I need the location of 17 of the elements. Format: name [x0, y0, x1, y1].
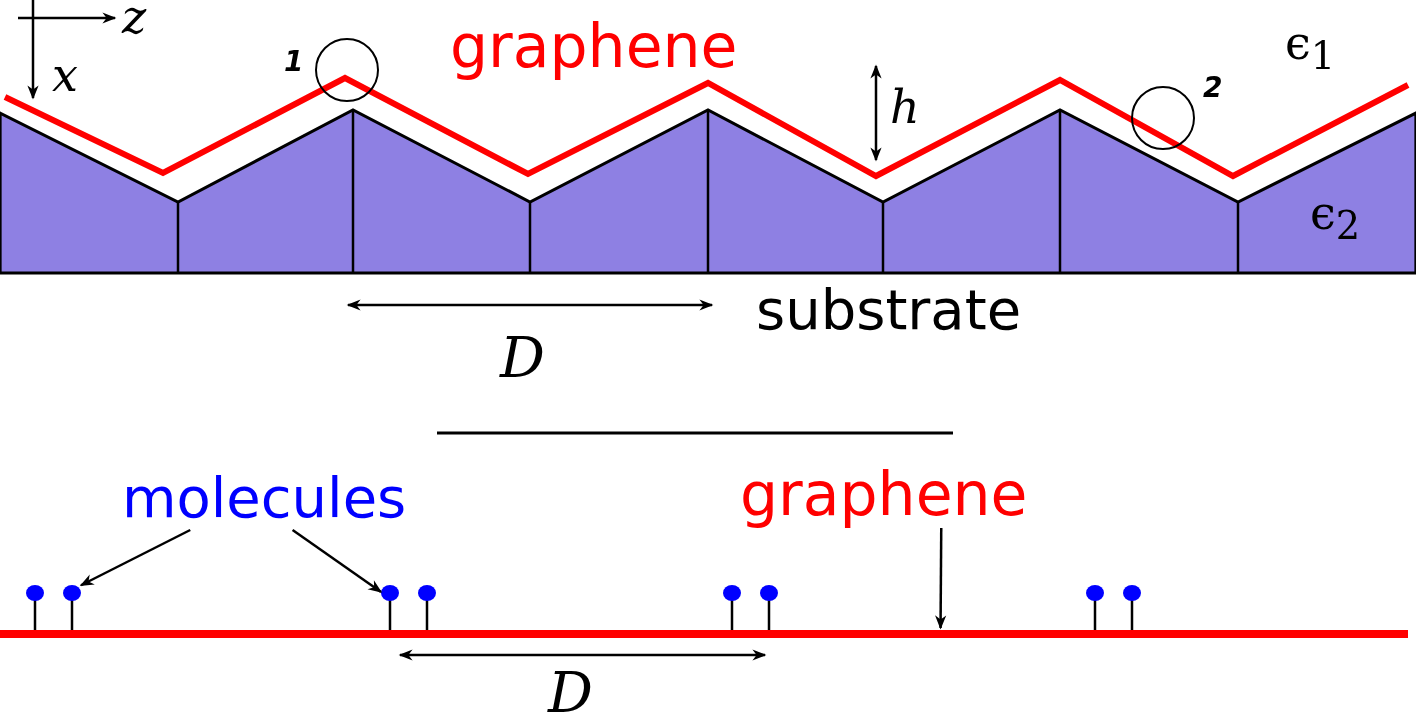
leader-arrow [935, 528, 947, 630]
material-label: substrate [756, 282, 1022, 338]
graphene-sheet [0, 630, 1408, 638]
permittivity-label: ϵ$_{2}$ [1310, 190, 1361, 246]
permittivity-label: ϵ$_{1}$ [1285, 20, 1336, 76]
leader-arrow [79, 528, 191, 587]
dimension-label: h [890, 84, 920, 130]
callout-text: molecules [122, 470, 407, 526]
dimension-label: D [548, 665, 593, 714]
molecule-pair-drawing [26, 585, 81, 630]
axis-label: z [122, 0, 147, 40]
dimension-label: D [500, 330, 545, 386]
molecule-pair-drawing [381, 585, 436, 630]
axis-label: x [52, 52, 78, 98]
callout-number: 2 [1203, 74, 1223, 102]
callout-number: 1 [284, 48, 304, 76]
leader-arrow [291, 528, 383, 594]
